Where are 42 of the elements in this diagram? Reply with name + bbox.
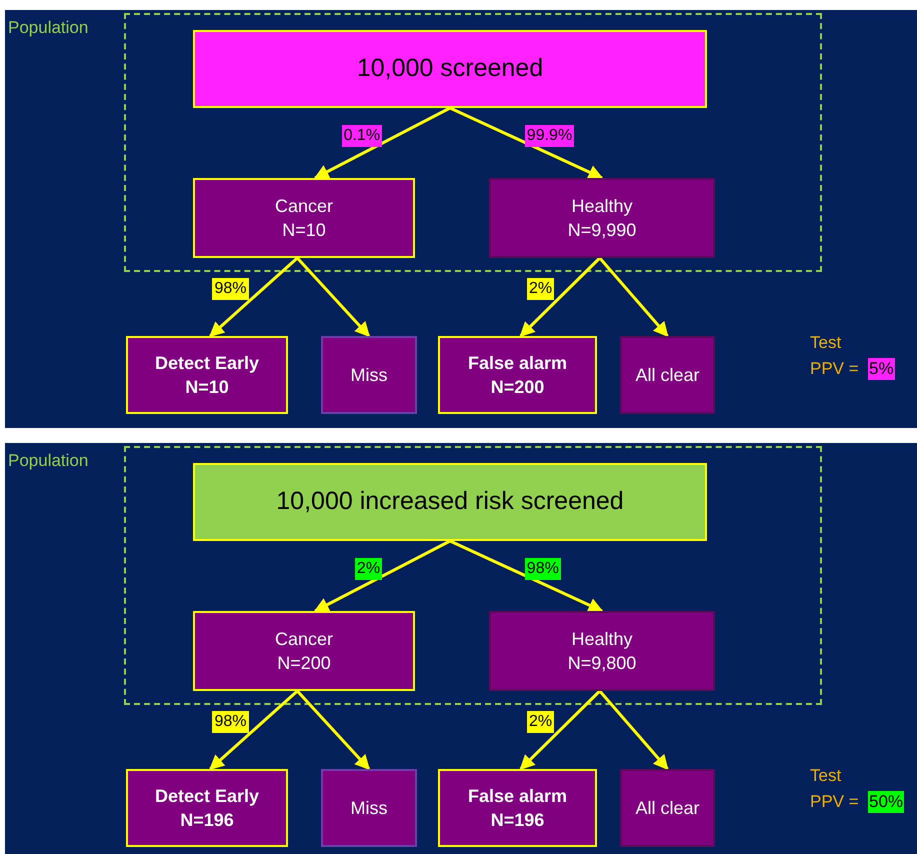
arrow: [209, 690, 298, 770]
arrow: [296, 690, 370, 770]
node-box: False alarm N=196: [438, 769, 597, 847]
edge-label: 99.9%: [524, 125, 574, 147]
ppv-value: 5%: [868, 358, 895, 380]
node-box: Cancer N=200: [193, 611, 415, 691]
group-label: Population: [8, 450, 88, 472]
arrow: [449, 106, 604, 180]
arrow: [520, 690, 601, 770]
note-text: PPV =: [810, 791, 859, 813]
node-box: Miss: [321, 336, 417, 414]
node-box: 10,000 screened: [193, 30, 707, 108]
edge-label: 98%: [212, 711, 248, 734]
node-box: Detect Early N=196: [126, 769, 288, 847]
note-text: PPV =: [810, 358, 859, 380]
arrow: [520, 256, 601, 338]
edge-label: 98%: [212, 278, 248, 300]
node-box: Detect Early N=10: [126, 336, 288, 414]
edge-label: 2%: [527, 278, 554, 300]
node-box: 10,000 increased risk screened: [193, 463, 707, 541]
edge-label: 2%: [354, 558, 382, 580]
edge-label: 98%: [524, 558, 561, 580]
arrow: [296, 256, 370, 338]
group-label: Population: [8, 17, 88, 39]
note-text: Test: [810, 332, 842, 354]
arrow: [209, 256, 298, 338]
node-box: Healthy N=9,800: [489, 611, 715, 691]
node-box: All clear: [620, 336, 715, 414]
node-box: Miss: [321, 769, 417, 847]
arrow: [598, 690, 669, 770]
arrow: [598, 257, 669, 338]
arrow: [314, 540, 451, 612]
node-box: False alarm N=200: [438, 336, 597, 414]
note-text: Test: [810, 765, 842, 787]
edge-label: 0.1%: [342, 125, 382, 147]
node-box: Healthy N=9,990: [489, 178, 715, 258]
node-box: All clear: [620, 769, 715, 847]
arrow: [314, 106, 451, 180]
arrow: [449, 540, 604, 612]
node-box: Cancer N=10: [193, 178, 415, 258]
edge-label: 2%: [527, 711, 554, 734]
ppv-value: 50%: [868, 791, 904, 813]
